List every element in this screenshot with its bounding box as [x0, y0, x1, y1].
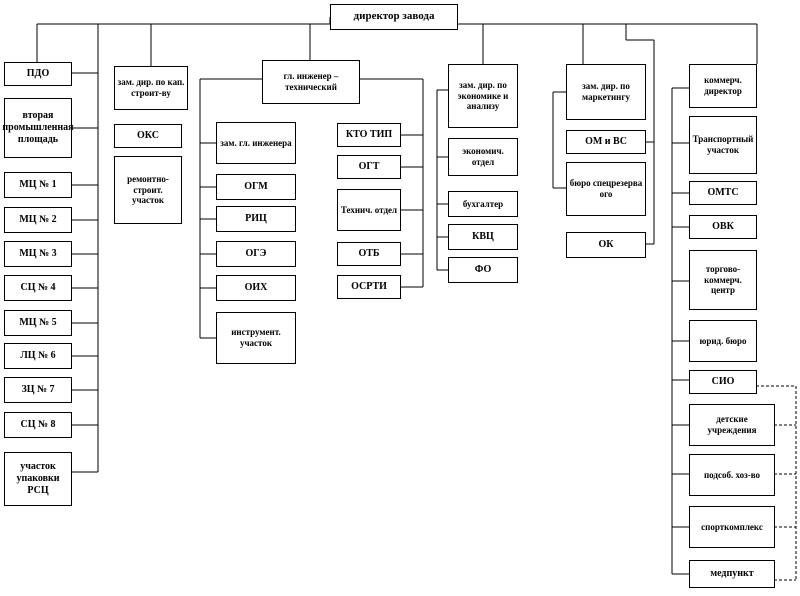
chief-engineer-right-item: КТО ТИП — [337, 123, 401, 147]
director-box: директор завода — [330, 4, 458, 30]
column2-head: зам. дир. по кап. строит-ву — [114, 66, 188, 110]
commercial-item: подсоб. хоз-во — [689, 454, 775, 496]
chief-engineer-right-item: ОТБ — [337, 242, 401, 266]
column1-item: ПДО — [4, 62, 72, 86]
chief-engineer-left-item: РИЦ — [216, 206, 296, 232]
econ-item: экономич. отдел — [448, 138, 518, 176]
column1-item: ЗЦ № 7 — [4, 377, 72, 403]
chief-engineer-left-item: зам. гл. инженера — [216, 122, 296, 164]
chief-engineer-left-item: ОГЭ — [216, 241, 296, 267]
chief-engineer-right-item: ОСРТИ — [337, 275, 401, 299]
commercial-item: медпункт — [689, 560, 775, 588]
column1-item: ЛЦ № 6 — [4, 343, 72, 369]
commercial-item: детские учреждения — [689, 404, 775, 446]
marketing-item: ОК — [566, 232, 646, 258]
commercial-item: ОВК — [689, 215, 757, 239]
chief-engineer-head: гл. инженер – технический — [262, 60, 360, 104]
column1-item: вторая промышленная площадь — [2, 98, 74, 158]
commercial-item: СИО — [689, 370, 757, 394]
commercial-head: коммерч. директор — [689, 64, 757, 108]
column1-item: СЦ № 8 — [4, 412, 72, 438]
econ-item: бухгалтер — [448, 191, 518, 217]
column2-item: ОКС — [114, 124, 182, 148]
commercial-item: торгово-коммерч. центр — [689, 250, 757, 310]
column1-item: МЦ № 3 — [4, 241, 72, 267]
commercial-item: Транспортный участок — [689, 116, 757, 174]
econ-item: КВЦ — [448, 224, 518, 250]
chief-engineer-left-item: ОИХ — [216, 275, 296, 301]
chief-engineer-left-item: ОГМ — [216, 174, 296, 200]
marketing-head: зам. дир. по маркетингу — [566, 64, 646, 120]
column1-item: МЦ № 2 — [4, 207, 72, 233]
econ-item: ФО — [448, 257, 518, 283]
column1-item: МЦ № 5 — [4, 310, 72, 336]
column1-item: МЦ № 1 — [4, 172, 72, 198]
chief-engineer-left-item: инструмент. участок — [216, 312, 296, 364]
chief-engineer-right-item: Технич. отдел — [337, 189, 401, 231]
commercial-item: юрид. бюро — [689, 320, 757, 362]
commercial-item: спорткомплекс — [689, 506, 775, 548]
column1-item: СЦ № 4 — [4, 275, 72, 301]
marketing-item: ОМ и ВС — [566, 130, 646, 154]
commercial-item: ОМТС — [689, 181, 757, 205]
chief-engineer-right-item: ОГТ — [337, 155, 401, 179]
marketing-item: бюро спецрезерва ого — [566, 162, 646, 216]
econ-head: зам. дир. по экономике и анализу — [448, 64, 518, 128]
column2-item: ремонтно-строит. участок — [114, 156, 182, 224]
column1-item: участок упаковки РСЦ — [4, 452, 72, 506]
